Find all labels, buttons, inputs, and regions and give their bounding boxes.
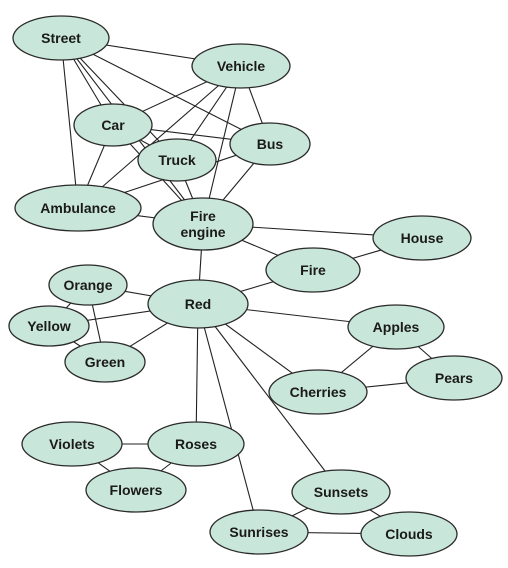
node-roses: Roses	[147, 421, 245, 467]
node-label-flowers: Flowers	[110, 482, 163, 498]
node-label-cherries: Cherries	[290, 384, 347, 400]
edge-street-bus	[60, 37, 271, 145]
node-label-car: Car	[101, 117, 125, 133]
edge-vehicle-ambulance	[77, 65, 242, 209]
node-label-yellow: Yellow	[27, 318, 71, 334]
node-label-house: House	[401, 230, 444, 246]
node-label-ambulance: Ambulance	[40, 200, 116, 216]
node-red: Red	[147, 279, 249, 329]
node-label-apples: Apples	[373, 319, 420, 335]
node-ellipse-apples	[347, 304, 445, 350]
node-ellipse-clouds	[360, 511, 458, 557]
node-label-clouds: Clouds	[385, 526, 433, 542]
node-label-fire: Fire	[300, 262, 326, 278]
node-ellipse-sunsets	[291, 469, 391, 515]
node-label-orange: Orange	[63, 277, 112, 293]
node-green: Green	[64, 341, 146, 383]
node-vehicle: Vehicle	[191, 43, 291, 89]
node-ellipse-orange	[48, 264, 128, 306]
node-ellipse-bus	[229, 122, 311, 166]
node-apples: Apples	[347, 304, 445, 350]
node-ellipse-street	[12, 15, 110, 61]
node-label-roses: Roses	[175, 436, 217, 452]
node-label-sunsets: Sunsets	[314, 484, 369, 500]
node-ellipse-sunrises	[209, 509, 309, 555]
node-label-street: Street	[41, 30, 81, 46]
node-yellow: Yellow	[8, 305, 90, 347]
node-label-truck: Truck	[158, 152, 196, 168]
node-flowers: Flowers	[85, 467, 187, 513]
node-label-red: Red	[185, 296, 211, 312]
node-ellipse-roses	[147, 421, 245, 467]
node-house: House	[372, 215, 472, 261]
node-ellipse-truck	[137, 138, 217, 182]
node-ellipse-violets	[21, 421, 123, 467]
node-sunsets: Sunsets	[291, 469, 391, 515]
node-ellipse-house	[372, 215, 472, 261]
node-violets: Violets	[21, 421, 123, 467]
node-car: Car	[73, 103, 153, 147]
node-label-green: Green	[85, 354, 125, 370]
node-ellipse-red	[147, 279, 249, 329]
node-ellipse-fire	[265, 247, 361, 293]
node-truck: Truck	[137, 138, 217, 182]
node-ellipse-ambulance	[14, 184, 142, 232]
edge-red-sunrises	[197, 303, 260, 533]
node-cherries: Cherries	[268, 369, 368, 415]
edge-red-sunsets	[197, 303, 342, 493]
node-label-fire-engine-2: engine	[180, 224, 225, 240]
node-ellipse-flowers	[85, 467, 187, 513]
node-street: Street	[12, 15, 110, 61]
node-label-pears: Pears	[435, 370, 473, 386]
node-label-vehicle: Vehicle	[217, 58, 265, 74]
node-pears: Pears	[405, 355, 503, 401]
node-ellipse-yellow	[8, 305, 90, 347]
edge-street-ambulance	[60, 37, 79, 209]
node-clouds: Clouds	[360, 511, 458, 557]
node-ellipse-pears	[405, 355, 503, 401]
node-ambulance: Ambulance	[14, 184, 142, 232]
node-sunrises: Sunrises	[209, 509, 309, 555]
node-fire: Fire	[265, 247, 361, 293]
node-label-bus: Bus	[257, 136, 284, 152]
node-ellipse-car	[73, 103, 153, 147]
node-orange: Orange	[48, 264, 128, 306]
node-ellipse-fire-engine	[152, 197, 254, 251]
node-label-fire-engine-1: Fire	[190, 208, 216, 224]
node-label-violets: Violets	[49, 436, 95, 452]
node-bus: Bus	[229, 122, 311, 166]
node-ellipse-vehicle	[191, 43, 291, 89]
node-label-sunrises: Sunrises	[229, 524, 288, 540]
node-ellipse-cherries	[268, 369, 368, 415]
node-ellipse-green	[64, 341, 146, 383]
